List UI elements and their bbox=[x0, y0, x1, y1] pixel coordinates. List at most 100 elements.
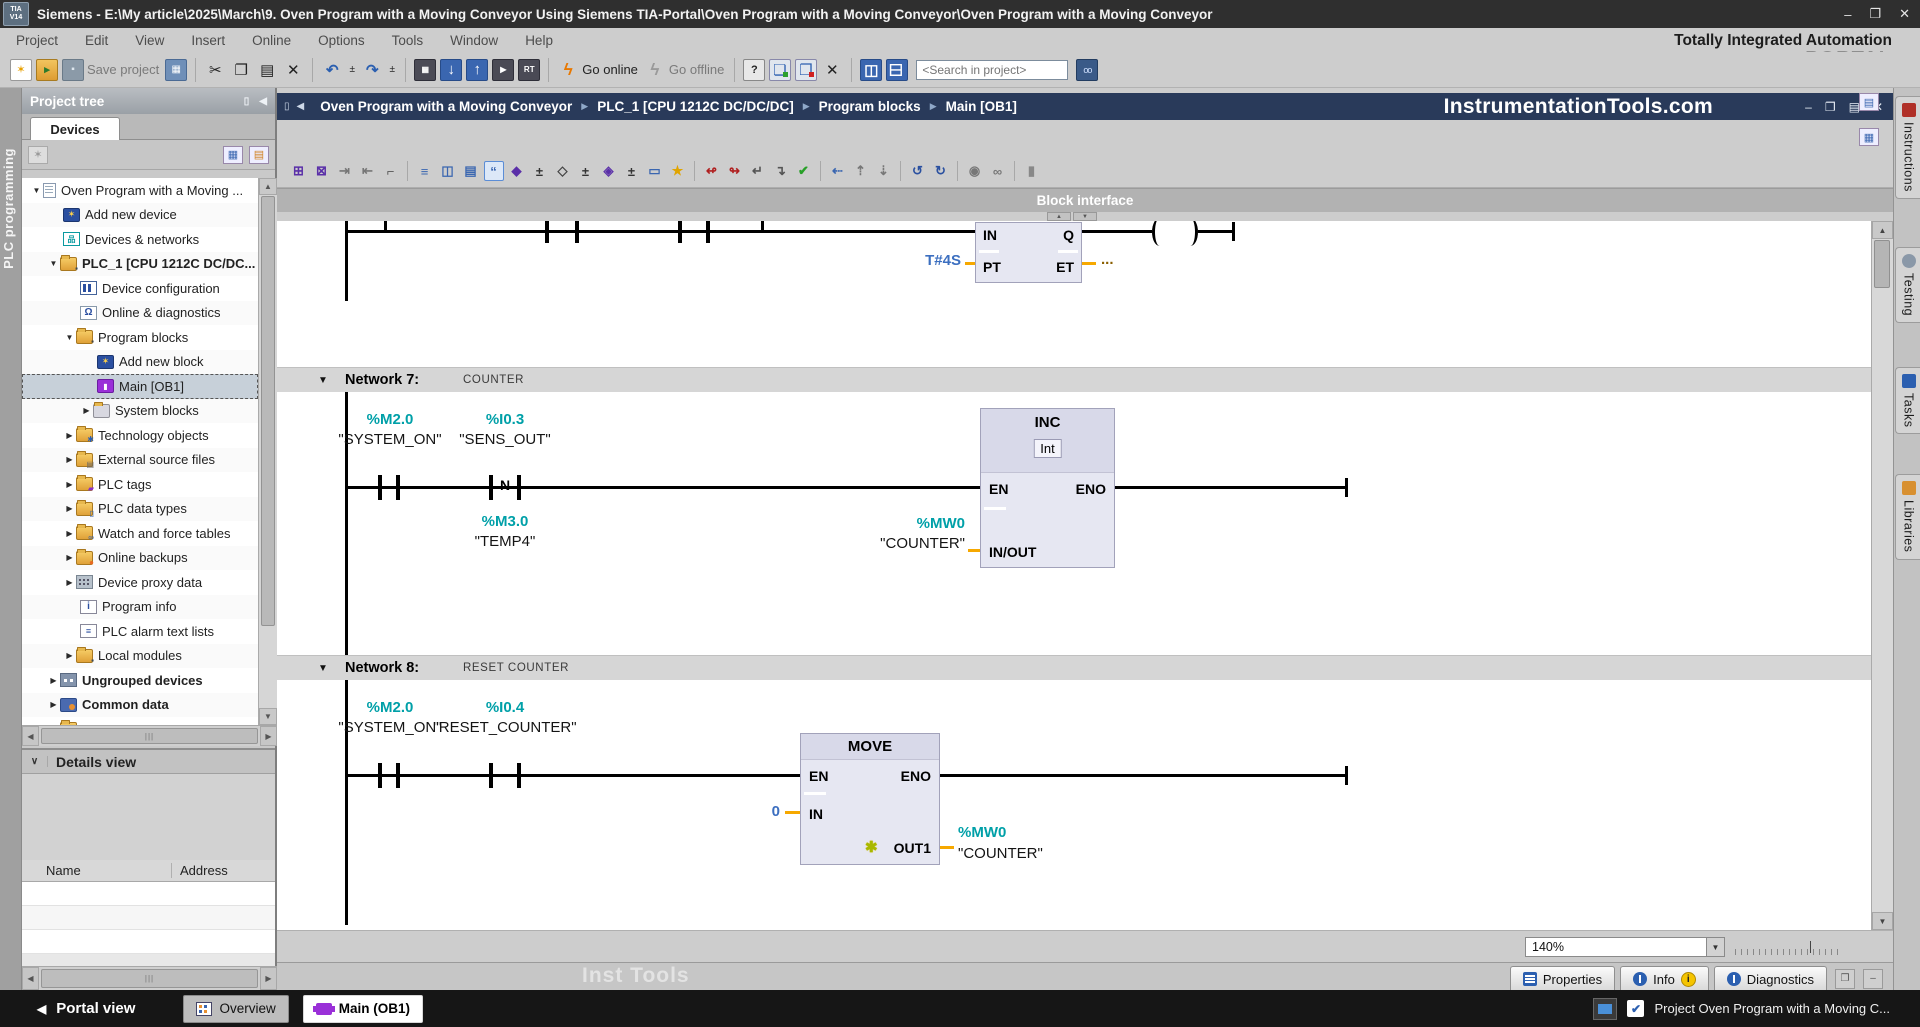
menu-options[interactable]: Options bbox=[318, 32, 365, 48]
tree-item-watch-force-tables[interactable]: ▶∞Watch and force tables bbox=[22, 521, 258, 546]
expander-icon[interactable]: ▶ bbox=[66, 553, 73, 563]
editor-minimize-icon[interactable]: – bbox=[1805, 99, 1812, 114]
sort-descending-icon[interactable]: ⇣ bbox=[878, 163, 889, 178]
pin-in[interactable]: IN bbox=[809, 806, 823, 822]
minimize-icon[interactable]: – bbox=[1844, 6, 1852, 22]
indent-network-icon[interactable]: ⇥ bbox=[339, 163, 350, 178]
save-project-label[interactable]: Save project bbox=[87, 62, 160, 77]
tree-item-common-data[interactable]: ▶Common data bbox=[22, 692, 258, 717]
tree-item-device-proxy-data[interactable]: ▶Device proxy data bbox=[22, 570, 258, 595]
pin-en[interactable]: EN bbox=[809, 768, 829, 784]
tree-item-plc-alarm-text-lists[interactable]: ≡PLC alarm text lists bbox=[22, 619, 258, 644]
search-project-icon[interactable]: oo bbox=[1076, 58, 1099, 81]
tree-item-external-source-files[interactable]: ▶▤External source files bbox=[22, 447, 258, 472]
scroll-left-icon[interactable]: ◀ bbox=[22, 967, 39, 990]
snippets-icon[interactable]: ▤ bbox=[1859, 93, 1879, 111]
editor-vertical-scrollbar[interactable]: ▲ ▼ bbox=[1871, 221, 1893, 930]
break-call-icon[interactable]: ↫ bbox=[706, 163, 717, 178]
start-simulation-icon[interactable]: ❏ bbox=[769, 58, 792, 81]
scroll-down-icon[interactable]: ▼ bbox=[1872, 912, 1893, 930]
contact[interactable] bbox=[706, 221, 710, 243]
project-view-icon[interactable] bbox=[1593, 997, 1618, 1020]
download-to-device-icon[interactable]: ↓ bbox=[440, 58, 463, 81]
insert-box-icon[interactable]: ◈ bbox=[603, 163, 614, 178]
menu-insert[interactable]: Insert bbox=[191, 32, 226, 48]
timer-block[interactable]: IN Q PT ET bbox=[975, 222, 1082, 283]
expand-networks-icon[interactable]: ≡ bbox=[420, 163, 429, 179]
tag-name[interactable]: "SENS_OUT" bbox=[459, 431, 551, 448]
unplug-element-icon[interactable]: ⌐ bbox=[386, 163, 395, 179]
search-input[interactable] bbox=[916, 59, 1069, 80]
go-offline-icon[interactable]: ϟ bbox=[650, 59, 660, 79]
details-horizontal-scrollbar[interactable]: ◀ ||| ▶ bbox=[22, 966, 277, 990]
open-branch-icon[interactable]: ▭ bbox=[648, 163, 661, 178]
contact[interactable] bbox=[396, 475, 400, 500]
splitter-up-icon[interactable]: ▲ bbox=[1047, 212, 1071, 221]
editor-menu-icon[interactable]: ▤ bbox=[1848, 99, 1860, 114]
tree-item-local-modules[interactable]: ▶▪Local modules bbox=[22, 643, 258, 668]
contact[interactable] bbox=[396, 763, 400, 788]
zoom-dropdown-icon[interactable]: ▼ bbox=[1706, 938, 1724, 956]
menu-help[interactable]: Help bbox=[525, 32, 553, 48]
display-format-icon[interactable]: ∞ bbox=[992, 163, 1003, 179]
update-block-call-icon[interactable]: ↵ bbox=[752, 163, 763, 178]
insert-coil-icon[interactable]: ◇ bbox=[557, 163, 568, 178]
tree-item-plc-tags[interactable]: ▶▰PLC tags bbox=[22, 472, 258, 497]
block-type[interactable]: Int bbox=[1033, 439, 1062, 458]
expander-icon[interactable]: ▶ bbox=[50, 675, 57, 685]
menu-window[interactable]: Window bbox=[450, 32, 499, 48]
cross-references-icon[interactable]: ✕ bbox=[826, 61, 839, 79]
tree-horizontal-scrollbar[interactable]: ◀ ||| ▶ bbox=[22, 725, 277, 746]
breadcrumb-project[interactable]: Oven Program with a Moving Conveyor bbox=[320, 99, 573, 114]
back-icon[interactable]: ◀ bbox=[296, 101, 305, 112]
menu-edit[interactable]: Edit bbox=[85, 32, 109, 48]
contact[interactable] bbox=[378, 763, 382, 788]
print-icon[interactable]: ▦ bbox=[165, 58, 188, 81]
tree-item-program-blocks[interactable]: ▼▪Program blocks bbox=[22, 325, 258, 350]
show-absolute-icon[interactable]: ◉ bbox=[968, 163, 981, 178]
update-inconsistent-icon[interactable]: ↺ bbox=[912, 163, 923, 178]
pin-pt[interactable]: PT bbox=[983, 259, 1001, 275]
breadcrumb-program-blocks[interactable]: Program blocks bbox=[818, 99, 921, 114]
coil[interactable] bbox=[1183, 221, 1198, 246]
box-options-icon[interactable]: ± bbox=[627, 163, 636, 179]
favorites-icon[interactable]: ★ bbox=[671, 163, 684, 178]
contact-negative-edge[interactable] bbox=[517, 475, 521, 500]
pin-eno[interactable]: ENO bbox=[900, 768, 931, 784]
overview-tab[interactable]: Overview bbox=[183, 994, 289, 1023]
scroll-thumb[interactable] bbox=[1874, 240, 1890, 288]
pin-out1[interactable]: OUT1 bbox=[893, 840, 931, 856]
expander-icon[interactable]: ▶ bbox=[83, 406, 90, 416]
main-ob1-tab[interactable]: Main (OB1) bbox=[302, 994, 423, 1023]
tree-item-project[interactable]: ▼Oven Program with a Moving ... bbox=[22, 178, 258, 203]
coil[interactable] bbox=[1152, 221, 1167, 246]
pin-in[interactable]: IN bbox=[983, 227, 997, 243]
tree-item-add-new-device[interactable]: ✶Add new device bbox=[22, 202, 258, 227]
expander-icon[interactable]: ▼ bbox=[49, 259, 58, 269]
menu-project[interactable]: Project bbox=[16, 32, 59, 48]
expander-icon[interactable]: ▶ bbox=[66, 528, 73, 538]
network7-header[interactable]: ▼ Network 7: COUNTER bbox=[277, 367, 1871, 392]
restore-icon[interactable]: ❐ bbox=[1869, 6, 1882, 21]
scroll-up-icon[interactable]: ▲ bbox=[1872, 221, 1893, 239]
expander-icon[interactable]: ▶ bbox=[66, 455, 73, 465]
pin-panel-icon[interactable]: ▯ bbox=[243, 95, 250, 107]
scroll-down-icon[interactable]: ▼ bbox=[259, 708, 277, 725]
undo-dropdown-icon[interactable]: ± bbox=[349, 64, 356, 75]
zoom-select[interactable]: 140% ▼ bbox=[1525, 937, 1725, 957]
new-item-icon[interactable]: ✶ bbox=[28, 145, 48, 164]
collapse-panel-icon[interactable]: ◀ bbox=[259, 95, 267, 107]
tag-name[interactable]: "COUNTER" bbox=[880, 535, 965, 552]
tag-name[interactable]: "SYSTEM_ON" bbox=[338, 719, 442, 736]
panel-icon[interactable]: ▯ bbox=[284, 101, 290, 112]
network-comments-icon[interactable]: “ bbox=[483, 161, 504, 181]
delete-network-icon[interactable]: ⊠ bbox=[316, 163, 327, 178]
online-diagnostics-icon[interactable]: ? bbox=[743, 58, 766, 81]
memory-layout-icon[interactable]: ▮ bbox=[1027, 163, 1036, 178]
contact[interactable] bbox=[378, 475, 382, 500]
split-editor-horizontal-icon[interactable]: ◫ bbox=[860, 58, 883, 81]
zoom-ruler[interactable] bbox=[1735, 941, 1841, 955]
portal-view-button[interactable]: ◀ Portal view bbox=[37, 1000, 136, 1017]
scroll-up-icon[interactable]: ▲ bbox=[259, 178, 277, 195]
